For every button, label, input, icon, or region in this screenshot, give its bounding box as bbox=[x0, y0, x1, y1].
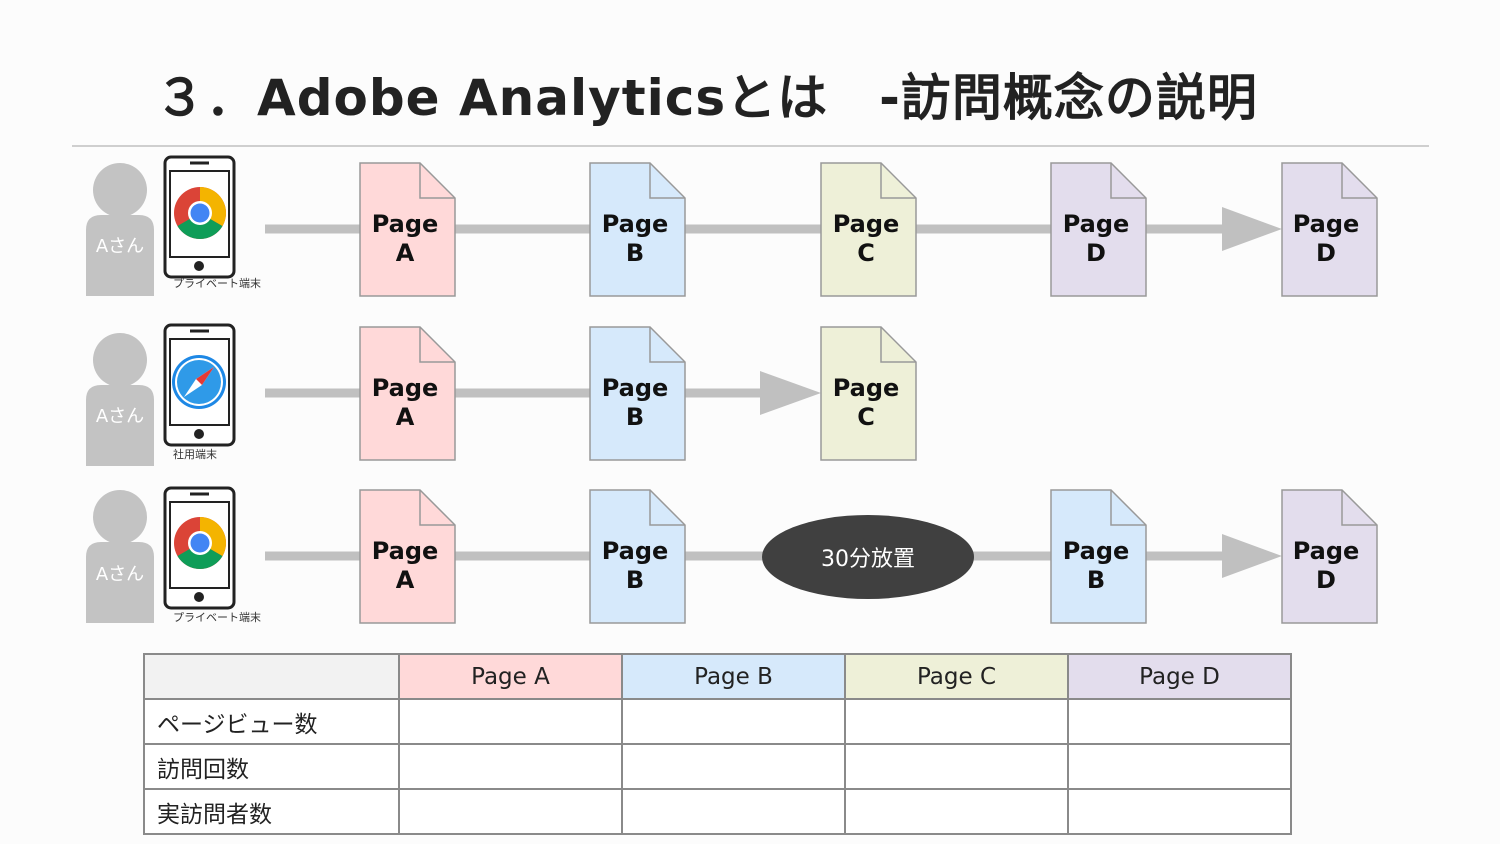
idle-label: 30分放置 bbox=[821, 547, 915, 572]
safari-icon bbox=[172, 355, 226, 409]
page-card: Page D bbox=[1281, 489, 1378, 624]
svg-text:Page: Page bbox=[372, 210, 439, 238]
svg-text:Page: Page bbox=[602, 374, 669, 402]
svg-text:Page: Page bbox=[602, 537, 669, 565]
smartphone-icon bbox=[163, 323, 236, 447]
person-avatar: Aさん bbox=[86, 163, 154, 296]
column-header-page-c: Page C bbox=[844, 653, 1069, 700]
table-row: ページビュー数 bbox=[143, 698, 1292, 745]
svg-text:Page: Page bbox=[833, 374, 900, 402]
page-card: Page C bbox=[820, 326, 917, 461]
page-card: Page A bbox=[359, 489, 456, 624]
person-label: Aさん bbox=[96, 236, 144, 257]
svg-text:Page: Page bbox=[602, 210, 669, 238]
column-header-page-d: Page D bbox=[1067, 653, 1292, 700]
chrome-icon bbox=[174, 187, 226, 239]
table-cell bbox=[844, 743, 1069, 790]
flow-row-1: Aさん プライベート端末 Page A Page B Page bbox=[86, 155, 1378, 297]
column-header-page-a: Page A bbox=[398, 653, 623, 700]
table-cell bbox=[1067, 698, 1292, 745]
table-corner-cell bbox=[143, 653, 400, 700]
person-label: Aさん bbox=[96, 564, 144, 585]
page-card: Page A bbox=[359, 326, 456, 461]
svg-text:D: D bbox=[1316, 566, 1336, 594]
metrics-table: Page A Page B Page C Page D ページビュー数 訪問回数… bbox=[143, 653, 1292, 835]
device-label: 社用端末 bbox=[173, 447, 217, 461]
flow-arrow bbox=[1222, 534, 1282, 578]
svg-text:B: B bbox=[1087, 566, 1105, 594]
idle-30min-bubble: 30分放置 bbox=[762, 515, 974, 599]
flow-row-2: Aさん 社用端末 Page A Page B Page C bbox=[86, 323, 917, 466]
svg-text:C: C bbox=[857, 403, 875, 431]
table-cell bbox=[398, 743, 623, 790]
page-card: Page A bbox=[359, 162, 456, 297]
svg-text:Page: Page bbox=[1063, 537, 1130, 565]
svg-text:A: A bbox=[396, 239, 415, 267]
table-header-row: Page A Page B Page C Page D bbox=[143, 653, 1292, 700]
flow-row-3: Aさん プライベート端末 Page A Page B 30分放置 bbox=[86, 486, 1378, 624]
svg-text:Page: Page bbox=[1293, 537, 1360, 565]
svg-text:B: B bbox=[626, 566, 644, 594]
device-label: プライベート端末 bbox=[173, 610, 261, 624]
row-label-pageviews: ページビュー数 bbox=[143, 698, 400, 745]
svg-text:Page: Page bbox=[372, 374, 439, 402]
flow-arrow bbox=[760, 371, 821, 415]
page-card: Page D bbox=[1050, 162, 1147, 297]
table-row: 実訪問者数 bbox=[143, 788, 1292, 835]
page-card: Page C bbox=[820, 162, 917, 297]
visit-flow-diagram: Aさん プライベート端末 Page A Page B Page bbox=[86, 155, 1378, 624]
table-cell bbox=[844, 788, 1069, 835]
svg-text:B: B bbox=[626, 403, 644, 431]
table-row: 訪問回数 bbox=[143, 743, 1292, 790]
column-header-page-b: Page B bbox=[621, 653, 846, 700]
row-label-unique-visitors: 実訪問者数 bbox=[143, 788, 400, 835]
page-card: Page B bbox=[1050, 489, 1147, 624]
person-avatar: Aさん bbox=[86, 333, 154, 466]
page-title: ３．Adobe Analyticsとは -訪問概念の説明 bbox=[155, 69, 1258, 127]
svg-text:Page: Page bbox=[833, 210, 900, 238]
table-cell bbox=[398, 788, 623, 835]
flow-arrow bbox=[1222, 207, 1282, 251]
chrome-icon bbox=[174, 517, 226, 569]
svg-text:D: D bbox=[1086, 239, 1106, 267]
person-label: Aさん bbox=[96, 406, 144, 427]
svg-text:B: B bbox=[626, 239, 644, 267]
svg-text:Page: Page bbox=[1063, 210, 1130, 238]
page-card: Page B bbox=[589, 326, 686, 461]
svg-text:Page: Page bbox=[372, 537, 439, 565]
table-cell bbox=[621, 743, 846, 790]
table-cell bbox=[398, 698, 623, 745]
table-cell bbox=[1067, 743, 1292, 790]
page-card: Page D bbox=[1281, 162, 1378, 297]
svg-text:A: A bbox=[396, 566, 415, 594]
device-label: プライベート端末 bbox=[173, 276, 261, 290]
table-cell bbox=[844, 698, 1069, 745]
title-divider bbox=[72, 145, 1429, 147]
row-label-visits: 訪問回数 bbox=[143, 743, 400, 790]
svg-text:A: A bbox=[396, 403, 415, 431]
smartphone-icon bbox=[163, 486, 236, 610]
person-avatar: Aさん bbox=[86, 490, 154, 623]
smartphone-icon bbox=[163, 155, 236, 279]
svg-text:Page: Page bbox=[1293, 210, 1360, 238]
svg-text:D: D bbox=[1316, 239, 1336, 267]
table-cell bbox=[621, 788, 846, 835]
page-card: Page B bbox=[589, 489, 686, 624]
table-cell bbox=[1067, 788, 1292, 835]
table-cell bbox=[621, 698, 846, 745]
svg-text:C: C bbox=[857, 239, 875, 267]
page-card: Page B bbox=[589, 162, 686, 297]
